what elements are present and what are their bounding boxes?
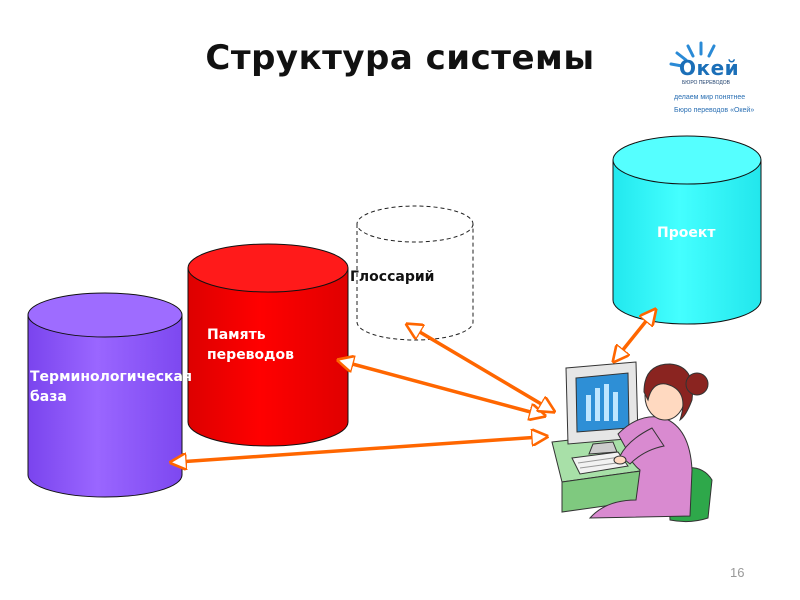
user-computer-illustration <box>551 361 713 523</box>
arrow-termbase-user <box>178 437 540 462</box>
memory-label-line2: переводов <box>207 347 294 363</box>
project-label: Проект <box>657 225 716 241</box>
monitor-icon <box>565 361 639 455</box>
logo-tagline: делаем мир понятнее <box>674 94 746 101</box>
keyboard-icon <box>571 451 629 475</box>
page-number: 16 <box>730 565 745 580</box>
term-base-label: Терминологическая база <box>30 367 192 407</box>
logo-name: Окей <box>679 56 740 80</box>
memory-cylinder <box>187 243 349 447</box>
arrow-glossary-user <box>413 328 548 408</box>
project-cylinder <box>612 135 762 325</box>
term-base-label-line1: Терминологическая <box>30 369 192 385</box>
glossary-cylinder <box>356 205 474 341</box>
page-title: Структура системы <box>205 38 595 78</box>
memory-label: Память переводов <box>207 325 294 365</box>
sun-rays-icon <box>669 41 716 68</box>
company-logo: Окей БЮРО ПЕРЕВОДОВ делаем мир понятнее … <box>655 34 775 124</box>
term-base-cylinder <box>27 292 183 498</box>
glossary-label: Глоссарий <box>350 269 435 285</box>
arrow-memory-user <box>345 362 538 414</box>
logo-subtitle: БЮРО ПЕРЕВОДОВ <box>682 80 730 86</box>
arrow-project-user <box>618 315 651 356</box>
logo-bureau: Бюро переводов «Окей» <box>674 107 755 114</box>
memory-label-line1: Память <box>207 327 266 343</box>
term-base-label-line2: база <box>30 389 67 405</box>
